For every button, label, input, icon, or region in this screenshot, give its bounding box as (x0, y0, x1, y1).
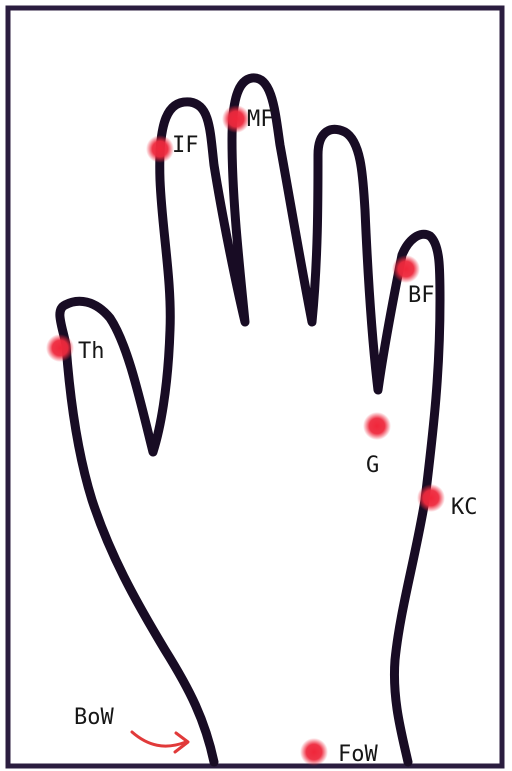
label-mf: MF (247, 107, 274, 132)
point-th (46, 334, 74, 362)
label-bf: BF (408, 283, 435, 308)
point-g (363, 412, 391, 440)
point-if (146, 135, 174, 163)
label-kc: KC (451, 495, 478, 520)
label-if: IF (172, 133, 199, 158)
label-th: Th (78, 339, 105, 364)
label-bow: BoW (74, 705, 114, 730)
label-g: G (366, 453, 379, 478)
point-fow (300, 738, 328, 766)
label-fow: FoW (338, 742, 378, 767)
point-bf (392, 255, 420, 283)
point-kc (417, 484, 445, 512)
point-mf (222, 105, 250, 133)
